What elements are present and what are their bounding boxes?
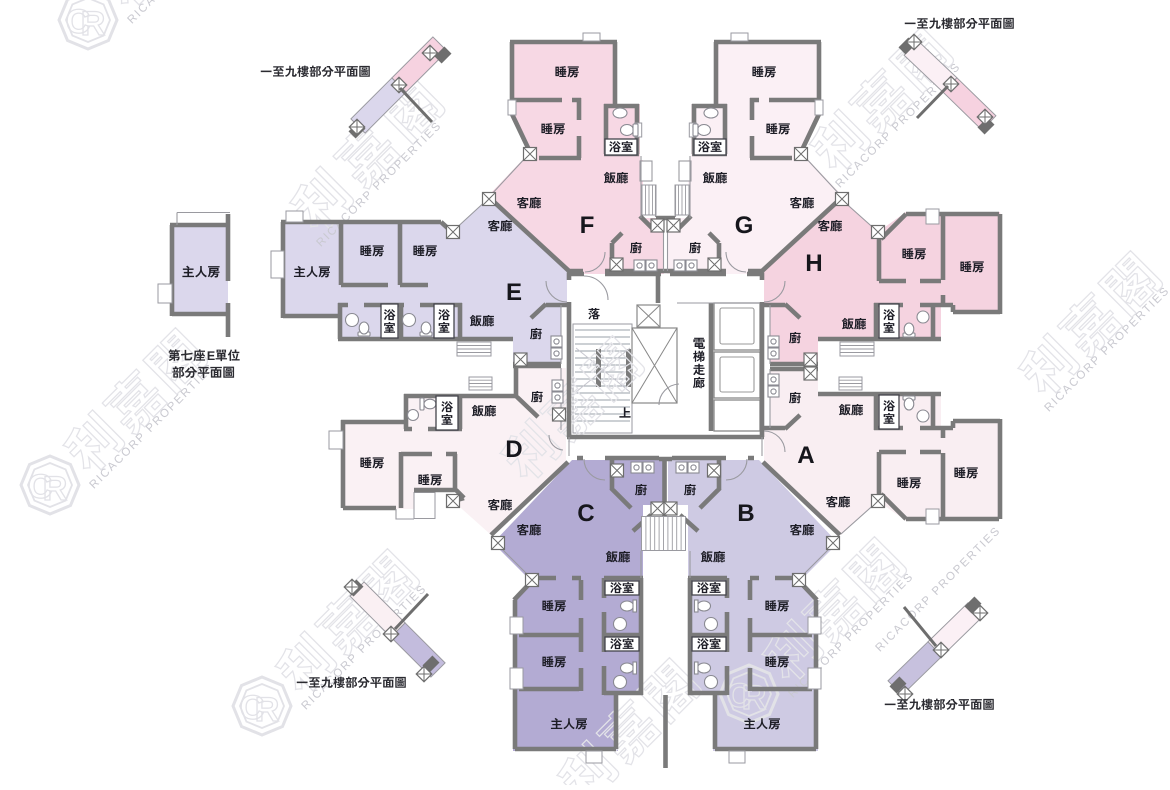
svg-text:C: C [28,468,53,506]
svg-text:R: R [81,5,106,43]
svg-text:R: R [255,691,280,729]
svg-text:C: C [66,3,91,41]
svg-text:R: R [43,470,68,508]
svg-text:C: C [240,689,265,727]
svg-text:C: C [727,677,752,715]
svg-text:R: R [742,679,767,717]
